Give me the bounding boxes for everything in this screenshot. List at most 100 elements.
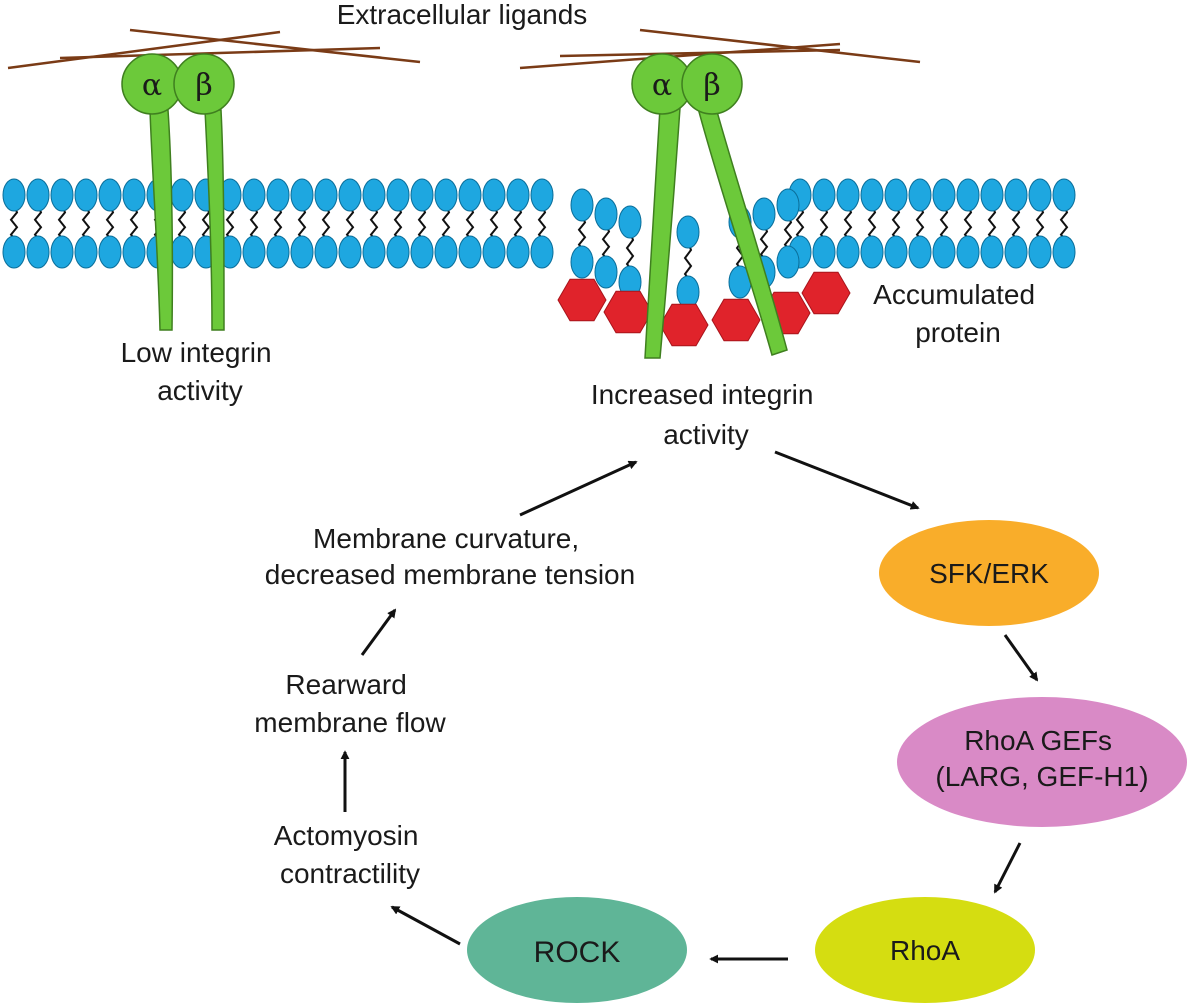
integrin-high-activity xyxy=(644,107,788,359)
lipid-tail xyxy=(683,241,693,283)
lipid-head xyxy=(242,235,266,269)
lipid-head xyxy=(908,178,932,212)
rearward-line2: membrane flow xyxy=(254,707,446,738)
lipid-head xyxy=(26,235,50,269)
lipid-head xyxy=(836,235,860,269)
accumulated-protein-hexagon xyxy=(557,278,607,322)
rock-ellipse xyxy=(467,897,687,1003)
integrin-heads-left: α β xyxy=(121,53,235,115)
lipid-head xyxy=(338,235,362,269)
accumulated-protein-hexagon xyxy=(659,303,709,347)
lipid-head xyxy=(1004,235,1028,269)
accumulated-line2: protein xyxy=(915,317,1001,348)
increased-line1: Increased integrin xyxy=(591,379,814,410)
ligand-fiber xyxy=(129,28,421,64)
actomyosin-line2: contractility xyxy=(280,858,420,889)
lipid-head xyxy=(386,235,410,269)
rhoa-gefs-label: RhoA GEFs (LARG, GEF-H1) xyxy=(935,725,1148,792)
lipid-head xyxy=(884,178,908,212)
lipid-head xyxy=(122,235,146,269)
lipid-head xyxy=(776,245,800,279)
rhoa-gefs-line1: RhoA GEFs xyxy=(964,725,1112,756)
pathway-arrows xyxy=(340,450,1039,964)
lipid-head xyxy=(570,245,594,279)
lipid-head xyxy=(812,178,836,212)
curvature-line1: Membrane curvature, xyxy=(313,523,579,554)
increased-line2: activity xyxy=(663,419,749,450)
lipid-head xyxy=(676,215,700,249)
arrow-rock-to-actomyosin xyxy=(390,905,461,946)
beta-label: β xyxy=(703,68,720,103)
lipid-head xyxy=(98,178,122,212)
arrow-gefs-to-rhoa xyxy=(993,842,1022,894)
lipid-head xyxy=(776,188,800,222)
lipid-head xyxy=(908,235,932,269)
lipid-head xyxy=(242,178,266,212)
rhoa-label: RhoA xyxy=(890,935,960,966)
lipid-head xyxy=(860,178,884,212)
lipid-head xyxy=(676,275,700,309)
integrin-heads-right: α β xyxy=(631,53,743,115)
lipid-head xyxy=(980,235,1004,269)
extracellular-ligands-label: Extracellular ligands xyxy=(337,0,588,30)
lipid-head xyxy=(482,235,506,269)
lipid-head xyxy=(170,235,194,269)
lipid-head xyxy=(530,235,554,269)
lipid-head xyxy=(434,235,458,269)
lipid-head xyxy=(74,178,98,212)
integrin-beta-leg xyxy=(697,107,788,356)
arrow-flow-to-curvature xyxy=(360,608,397,656)
lipid-head xyxy=(266,178,290,212)
lipid-head xyxy=(594,197,618,231)
arrow-sfk-to-gefs xyxy=(1003,634,1039,682)
lipid-head xyxy=(506,235,530,269)
lipid-head xyxy=(618,205,642,239)
lipid-head xyxy=(752,197,776,231)
lipid-head xyxy=(956,235,980,269)
lipid-head xyxy=(122,178,146,212)
lipid-head xyxy=(410,235,434,269)
lipid-tail xyxy=(625,231,635,273)
lipid-head xyxy=(362,235,386,269)
sfk-erk-ellipse xyxy=(879,520,1099,626)
membrane-curvature-label: Membrane curvature, decreased membrane t… xyxy=(265,523,635,590)
lipid-head xyxy=(458,178,482,212)
rhoa-node: RhoA xyxy=(815,897,1035,1003)
rearward-line1: Rearward xyxy=(285,669,406,700)
lipid-head xyxy=(884,235,908,269)
lipid-head xyxy=(956,178,980,212)
integrin-low-activity xyxy=(149,109,225,331)
arrow-integrin-to-sfk xyxy=(774,450,920,510)
rhoa-gefs-node: RhoA GEFs (LARG, GEF-H1) xyxy=(897,697,1187,827)
lipid-head xyxy=(2,178,26,212)
lipid-head xyxy=(434,178,458,212)
alpha-label: α xyxy=(652,68,672,103)
lipid-head xyxy=(266,235,290,269)
lipid-head xyxy=(860,235,884,269)
accumulated-protein-hexagon xyxy=(603,290,653,334)
integrin-alpha-leg xyxy=(644,107,681,359)
lipid-head xyxy=(1052,178,1076,212)
lipid-head xyxy=(482,178,506,212)
actomyosin-contractility-label: Actomyosin contractility xyxy=(274,820,427,889)
lipid-head xyxy=(314,178,338,212)
lipid-head xyxy=(1028,235,1052,269)
lipid-head xyxy=(1028,178,1052,212)
lipid-head xyxy=(932,178,956,212)
integrin-beta-leg xyxy=(204,109,225,331)
lipid-tail xyxy=(601,223,611,263)
lipid-head xyxy=(362,178,386,212)
lipid-head xyxy=(290,235,314,269)
lipid-head xyxy=(170,178,194,212)
integrin-alpha-leg xyxy=(149,109,174,331)
low-activity-line1: Low integrin xyxy=(121,337,272,368)
lipid-head xyxy=(50,235,74,269)
arrow-curvature-to-integrin xyxy=(519,460,638,517)
lipid-head xyxy=(338,178,362,212)
ligand-fiber xyxy=(7,30,281,70)
lipid-head xyxy=(386,178,410,212)
sfk-erk-node: SFK/ERK xyxy=(879,520,1099,626)
lipid-head xyxy=(812,235,836,269)
accumulated-protein-label: Accumulated protein xyxy=(873,279,1043,348)
